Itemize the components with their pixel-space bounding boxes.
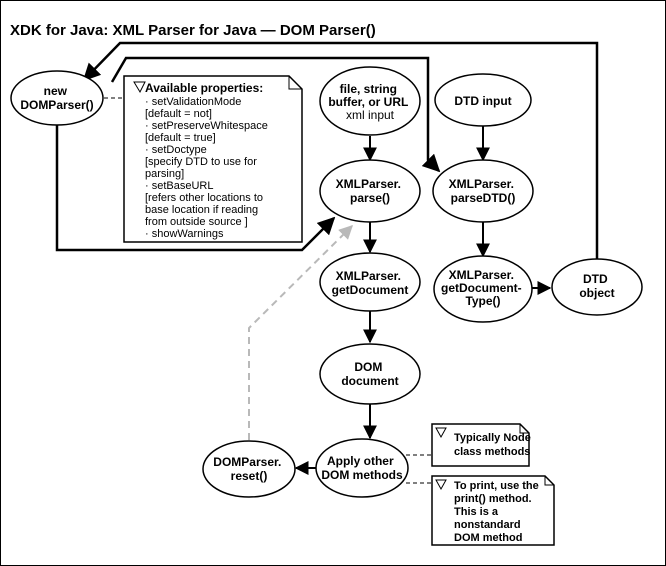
properties-list: · setValidationMode [default = not] · se… — [145, 96, 271, 240]
diagram-title: XDK for Java: XML Parser for Java — DOM … — [10, 22, 376, 39]
arrow-reset-to-parse — [248, 225, 353, 440]
property-line: from outside source ] — [145, 216, 248, 228]
note-pencil-icon — [435, 479, 447, 491]
node-xmlparser-getdocumenttype: XMLParser. getDocument- Type() — [433, 255, 533, 323]
svg-text:DOMParser. reset(): DOMParser. reset() — [213, 455, 284, 483]
property-line: base location if reading — [145, 204, 258, 216]
node-methods-text: Typically Node class methods — [454, 432, 534, 458]
note-pencil-icon — [133, 81, 146, 94]
svg-text:XMLParser. parseDTD(): XMLParser. parseDTD() — [449, 177, 518, 205]
property-line: [default = not] — [145, 108, 212, 120]
svg-text:new DOMParser(): new DOMParser() — [20, 84, 93, 112]
note-pencil-icon — [435, 427, 447, 439]
node-xmlparser-getdocument: XMLParser. getDocument — [319, 252, 421, 312]
node-methods-note-fold — [519, 424, 529, 434]
property-line: parsing] — [145, 168, 184, 180]
svg-text:XMLParser. getDocument-: XMLParser. getDocument- Type() — [441, 268, 525, 308]
node-domparser-reset: DOMParser. reset() — [202, 440, 296, 498]
properties-note — [123, 75, 303, 243]
property-line: [default = true] — [145, 132, 216, 144]
node-xmlparser-parse: XMLParser. parse() — [319, 159, 421, 223]
properties-note-fold — [288, 76, 302, 90]
property-line: · setPreserveWhitespace — [145, 120, 268, 132]
node-dtd-object: DTD object — [551, 258, 643, 316]
property-line: · setValidationMode — [145, 96, 241, 108]
svg-text:Apply other DOM methods: Apply other DOM methods — [321, 454, 403, 482]
svg-text:XMLParser. parse(): XMLParser. parse() — [336, 177, 405, 205]
node-xmlparser-parsedtd: XMLParser. parseDTD() — [432, 159, 534, 223]
svg-text:file, string buffer, or: file, string buffer, or URL xml input — [328, 82, 411, 122]
arrow-dtdobject-to-newdomparser — [82, 41, 599, 259]
properties-heading: Available properties: — [145, 81, 263, 95]
arrow-newdomparser-to-parse — [55, 124, 336, 252]
property-line: · setBaseURL — [145, 180, 213, 192]
property-line: · setDoctype — [145, 144, 207, 156]
node-file-input: file, string buffer, or URL xml input — [319, 66, 421, 136]
node-apply-dom-methods: Apply other DOM methods — [315, 438, 409, 498]
property-line: · showWarnings — [145, 228, 224, 240]
svg-text:DOM document: DOM document — [341, 360, 398, 388]
node-dtd-input: DTD input — [434, 73, 532, 127]
node-dom-document: DOM document — [319, 343, 421, 405]
property-line: [refers other locations to — [145, 192, 263, 204]
print-method-note-fold — [544, 476, 554, 486]
svg-text:DTD object: DTD object — [579, 272, 614, 300]
node-methods-note — [431, 423, 530, 467]
note-connector-node-methods — [406, 444, 433, 456]
print-method-note — [431, 475, 555, 546]
svg-text:DTD input: DTD input — [454, 94, 511, 108]
arrow-newdomparser-to-parsedtd — [110, 56, 441, 173]
node-new-domparser: new DOMParser() — [10, 70, 104, 126]
print-method-text: To print, use the print() method. This i… — [454, 480, 542, 544]
svg-text:XMLParser. getDocument: XMLParser. getDocument — [332, 269, 409, 297]
property-line: [specify DTD to use for — [145, 156, 257, 168]
